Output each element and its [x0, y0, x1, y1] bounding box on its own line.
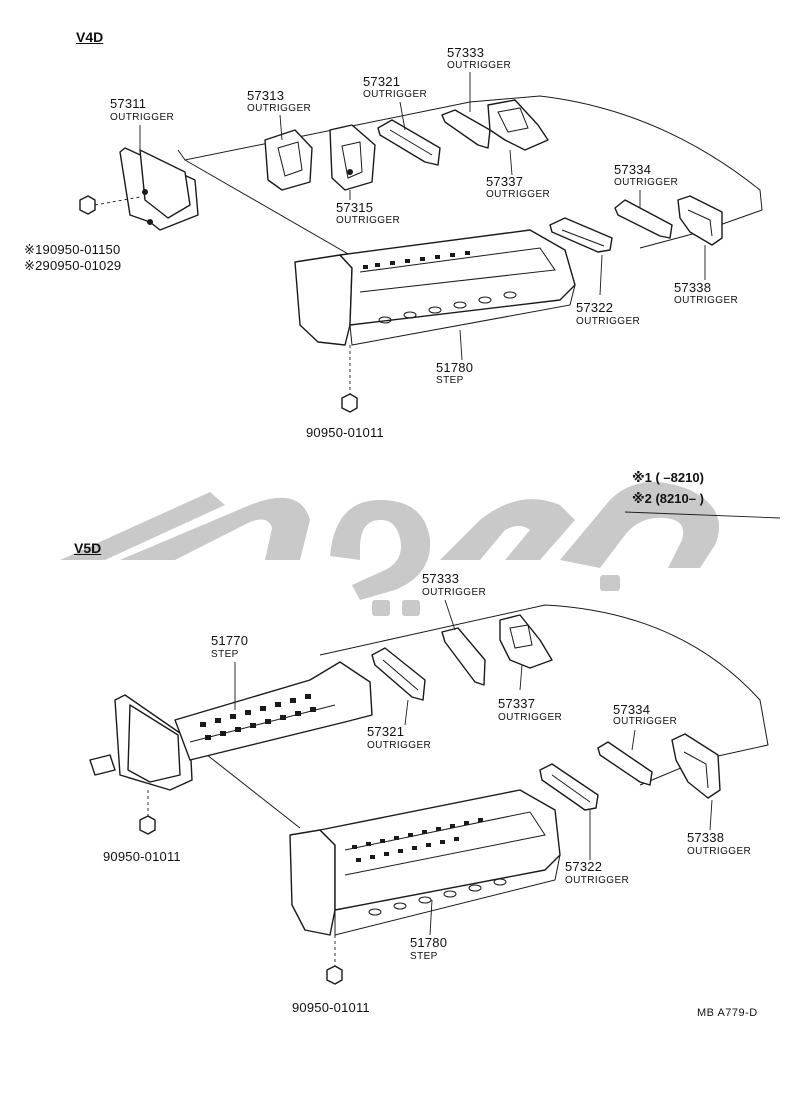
part-name-57322-b: OUTRIGGER	[565, 875, 630, 886]
part-name-57333: OUTRIGGER	[447, 60, 512, 71]
section-title-v4d: V4D	[76, 29, 104, 45]
part-name-57338: OUTRIGGER	[674, 295, 739, 306]
outrigger-57333-part	[441, 109, 491, 149]
v5d-diagram	[89, 599, 769, 985]
part-number-57337: 57337	[486, 174, 524, 189]
part-number-57313: 57313	[247, 88, 285, 103]
part-number-57315: 57315	[336, 200, 374, 215]
part-name-51780-b: STEP	[410, 951, 438, 962]
part-name-57334-b: OUTRIGGER	[613, 716, 678, 727]
part-name-57337-b: OUTRIGGER	[498, 712, 563, 723]
nut-number-2: ※290950-01029	[24, 258, 122, 273]
step-51780-part	[289, 789, 561, 936]
section-title-v5d: V5D	[74, 540, 102, 556]
v4d-diagram	[79, 72, 763, 413]
part-name-57338-b: OUTRIGGER	[687, 846, 752, 857]
part-name-57337: OUTRIGGER	[486, 189, 551, 200]
part-number-57322: 57322	[576, 300, 614, 315]
part-number-57333: 57333	[447, 45, 485, 60]
outrigger-57321-part	[377, 119, 441, 166]
part-name-51770: STEP	[211, 649, 239, 660]
part-number-57338-b: 57338	[687, 830, 725, 845]
outrigger-57311-part	[119, 147, 199, 231]
outrigger-57338-part	[671, 733, 721, 799]
part-name-57321-b: OUTRIGGER	[367, 740, 432, 751]
part-number-57334: 57334	[614, 162, 652, 177]
step-51770-part	[89, 661, 373, 791]
part-name-57315: OUTRIGGER	[336, 215, 401, 226]
part-number-57338: 57338	[674, 280, 712, 295]
part-name-51780: STEP	[436, 375, 464, 386]
step-51780-part	[294, 229, 576, 346]
part-number-51780-b: 51780	[410, 935, 448, 950]
legend-row-1: ※1 ( –8210)	[632, 470, 704, 485]
outrigger-57333-part	[441, 627, 486, 686]
part-number-57334-b: 57334	[613, 702, 651, 717]
part-number-57311: 57311	[110, 96, 147, 111]
nut-number-4: 90950-01011	[103, 849, 181, 864]
part-name-57333-b: OUTRIGGER	[422, 587, 487, 598]
outrigger-57313-part	[264, 129, 313, 191]
outrigger-57322-part	[539, 763, 599, 811]
part-number-57337-b: 57337	[498, 696, 536, 711]
part-number-57333-b: 57333	[422, 571, 460, 586]
part-name-57322: OUTRIGGER	[576, 316, 641, 327]
nut-icon	[341, 393, 358, 413]
part-number-57321: 57321	[363, 74, 401, 89]
nut-number-1: ※190950-01150	[24, 242, 121, 257]
part-name-57311: OUTRIGGER	[110, 112, 175, 123]
part-number-51770: 51770	[211, 633, 249, 648]
outrigger-57334-part	[597, 741, 653, 786]
part-name-57313: OUTRIGGER	[247, 103, 312, 114]
part-number-57321-b: 57321	[367, 724, 405, 739]
part-name-57334: OUTRIGGER	[614, 177, 679, 188]
nut-number-3: 90950-01011	[306, 425, 384, 440]
outrigger-57321-part	[371, 647, 426, 701]
part-number-51780: 51780	[436, 360, 474, 375]
drawing-code: MB A779-D	[697, 1007, 758, 1019]
outrigger-57334-part	[614, 199, 673, 239]
part-number-57322-b: 57322	[565, 859, 603, 874]
legend-underline	[624, 511, 781, 519]
outrigger-57337-part	[487, 99, 549, 151]
frame-rail-outline	[319, 604, 769, 786]
watermark-logo	[60, 482, 720, 616]
outrigger-57337-part	[499, 614, 553, 669]
nut-icon	[139, 815, 156, 835]
outrigger-57338-part	[677, 195, 723, 246]
legend-row-2: ※2 (8210– )	[632, 491, 704, 506]
outrigger-57322-part	[549, 217, 613, 253]
nut-icon	[326, 965, 343, 985]
nut-number-5: 90950-01011	[292, 1000, 370, 1015]
frame-rail-outline	[177, 95, 763, 249]
outrigger-57315-part	[329, 124, 376, 191]
part-name-57321: OUTRIGGER	[363, 89, 428, 100]
nut-icon	[79, 195, 96, 215]
